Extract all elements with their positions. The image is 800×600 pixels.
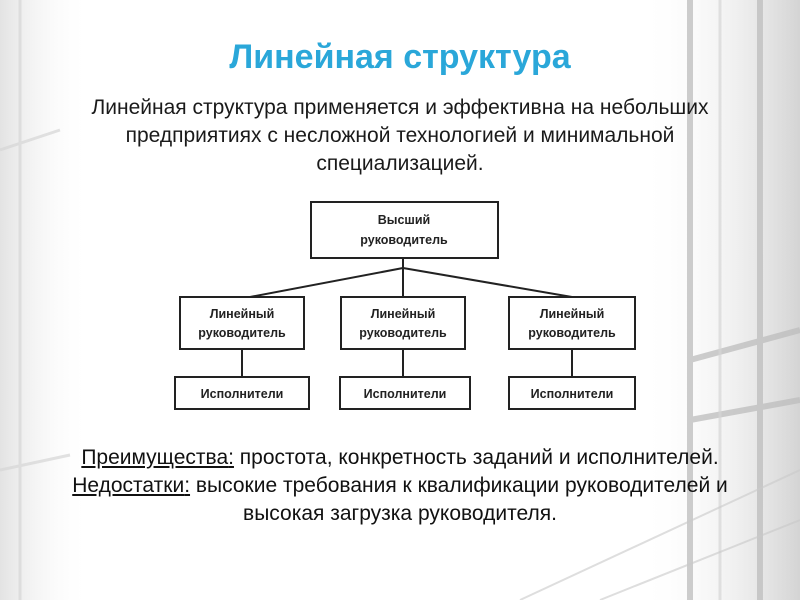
advantages-text: простота, конкретность заданий и исполни…	[233, 446, 719, 469]
line-manager-box-1: Линейный руководитель	[179, 296, 305, 350]
executors-box-2: Исполнители	[339, 376, 471, 410]
top-manager-line1: Высший	[378, 213, 430, 227]
line-manager-1-line2: руководитель	[198, 326, 286, 340]
disadvantages-paragraph: Недостатки: высокие требования к квалифи…	[60, 472, 740, 528]
line-manager-2-line2: руководитель	[359, 326, 447, 340]
executors-box-1: Исполнители	[174, 376, 310, 410]
page-title: Линейная структура	[229, 38, 571, 76]
line-manager-3-line2: руководитель	[528, 326, 616, 340]
line-manager-1-line1: Линейный	[210, 307, 275, 321]
line-manager-3-line1: Линейный	[540, 307, 605, 321]
summary: Преимущества: простота, конкретность зад…	[60, 444, 740, 528]
intro-text: Линейная структура применяется и эффекти…	[91, 96, 709, 175]
line-manager-box-2: Линейный руководитель	[340, 296, 466, 350]
executors-box-3: Исполнители	[508, 376, 636, 410]
disadvantages-term: Недостатки:	[72, 474, 191, 497]
line-manager-2-line1: Линейный	[371, 307, 436, 321]
line-manager-box-3: Линейный руководитель	[508, 296, 636, 350]
disadvantages-text: высокие требования к квалификации руково…	[190, 474, 728, 525]
advantages-paragraph: Преимущества: простота, конкретность зад…	[60, 444, 740, 472]
connector-to-manager-1	[249, 267, 404, 298]
executors-3-label: Исполнители	[531, 387, 614, 401]
executors-2-label: Исполнители	[364, 387, 447, 401]
executors-1-label: Исполнители	[201, 387, 284, 401]
advantages-term: Преимущества:	[81, 446, 234, 469]
top-manager-box: Высший руководитель	[310, 201, 499, 259]
connector-to-manager-3	[402, 267, 573, 298]
top-manager-line2: руководитель	[360, 233, 448, 247]
